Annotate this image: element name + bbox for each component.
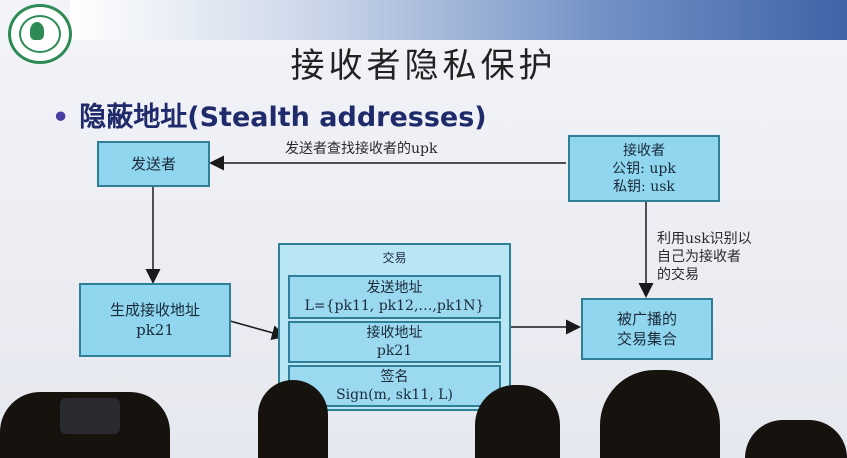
generate-address-box: 生成接收地址 pk21 xyxy=(79,283,231,357)
send-address-value: L={pk11, pk12,…,pk1N} xyxy=(304,298,485,314)
transaction-title: 交易 xyxy=(382,251,407,265)
send-address-label: 发送地址 xyxy=(366,280,423,296)
audience-head-4 xyxy=(600,370,720,458)
receive-address-value: pk21 xyxy=(376,343,413,359)
sender-label: 发送者 xyxy=(130,155,176,173)
receiver-public-key: 公钥: upk xyxy=(612,160,676,177)
transaction-receive-address: 接收地址 pk21 xyxy=(288,321,501,363)
edge-label-identify-line2: 自己为接收者 xyxy=(657,249,741,265)
signature-label: 签名 xyxy=(380,369,409,385)
receiver-title: 接收者 xyxy=(623,142,665,159)
generate-address-key: pk21 xyxy=(136,321,174,339)
slide-title: 接收者隐私保护 xyxy=(290,46,557,86)
audience-head-2 xyxy=(258,380,328,458)
header-band xyxy=(70,0,847,40)
audience-head-3 xyxy=(475,385,560,458)
receiver-box: 接收者 公钥: upk 私钥: usk xyxy=(568,135,720,202)
sender-box: 发送者 xyxy=(97,141,210,187)
edge-label-identify-line1: 利用usk识别以 xyxy=(657,231,752,247)
transaction-send-address: 发送地址 L={pk11, pk12,…,pk1N} xyxy=(288,275,501,319)
receiver-private-key: 私钥: usk xyxy=(613,178,675,195)
audience-head-5 xyxy=(745,420,847,458)
broadcast-box: 被广播的 交易集合 xyxy=(581,298,713,360)
signature-value: Sign(m, sk11, L) xyxy=(336,387,453,403)
camera-phone-icon xyxy=(60,398,120,434)
bullet-dot-icon: • xyxy=(52,102,70,133)
university-logo-icon xyxy=(8,4,72,64)
generate-address-title: 生成接收地址 xyxy=(109,301,200,319)
receive-address-label: 接收地址 xyxy=(366,325,423,341)
edge-label-identify: 利用usk识别以 自己为接收者 的交易 xyxy=(657,230,752,284)
edge-label-identify-line3: 的交易 xyxy=(657,267,699,283)
bullet-heading: • 隐蔽地址(Stealth addresses) xyxy=(52,95,487,134)
broadcast-line1: 被广播的 xyxy=(616,310,677,328)
transaction-panel: 交易 发送地址 L={pk11, pk12,…,pk1N} 接收地址 pk21 … xyxy=(278,243,511,411)
edge-label-lookup: 发送者查找接收者的upk xyxy=(285,141,438,157)
broadcast-line2: 交易集合 xyxy=(616,330,677,348)
logo-ring xyxy=(19,15,61,53)
arrow-gen-to-tx xyxy=(229,320,287,341)
logo-leaf-icon xyxy=(30,22,44,40)
bullet-text: 隐蔽地址(Stealth addresses) xyxy=(79,102,487,133)
